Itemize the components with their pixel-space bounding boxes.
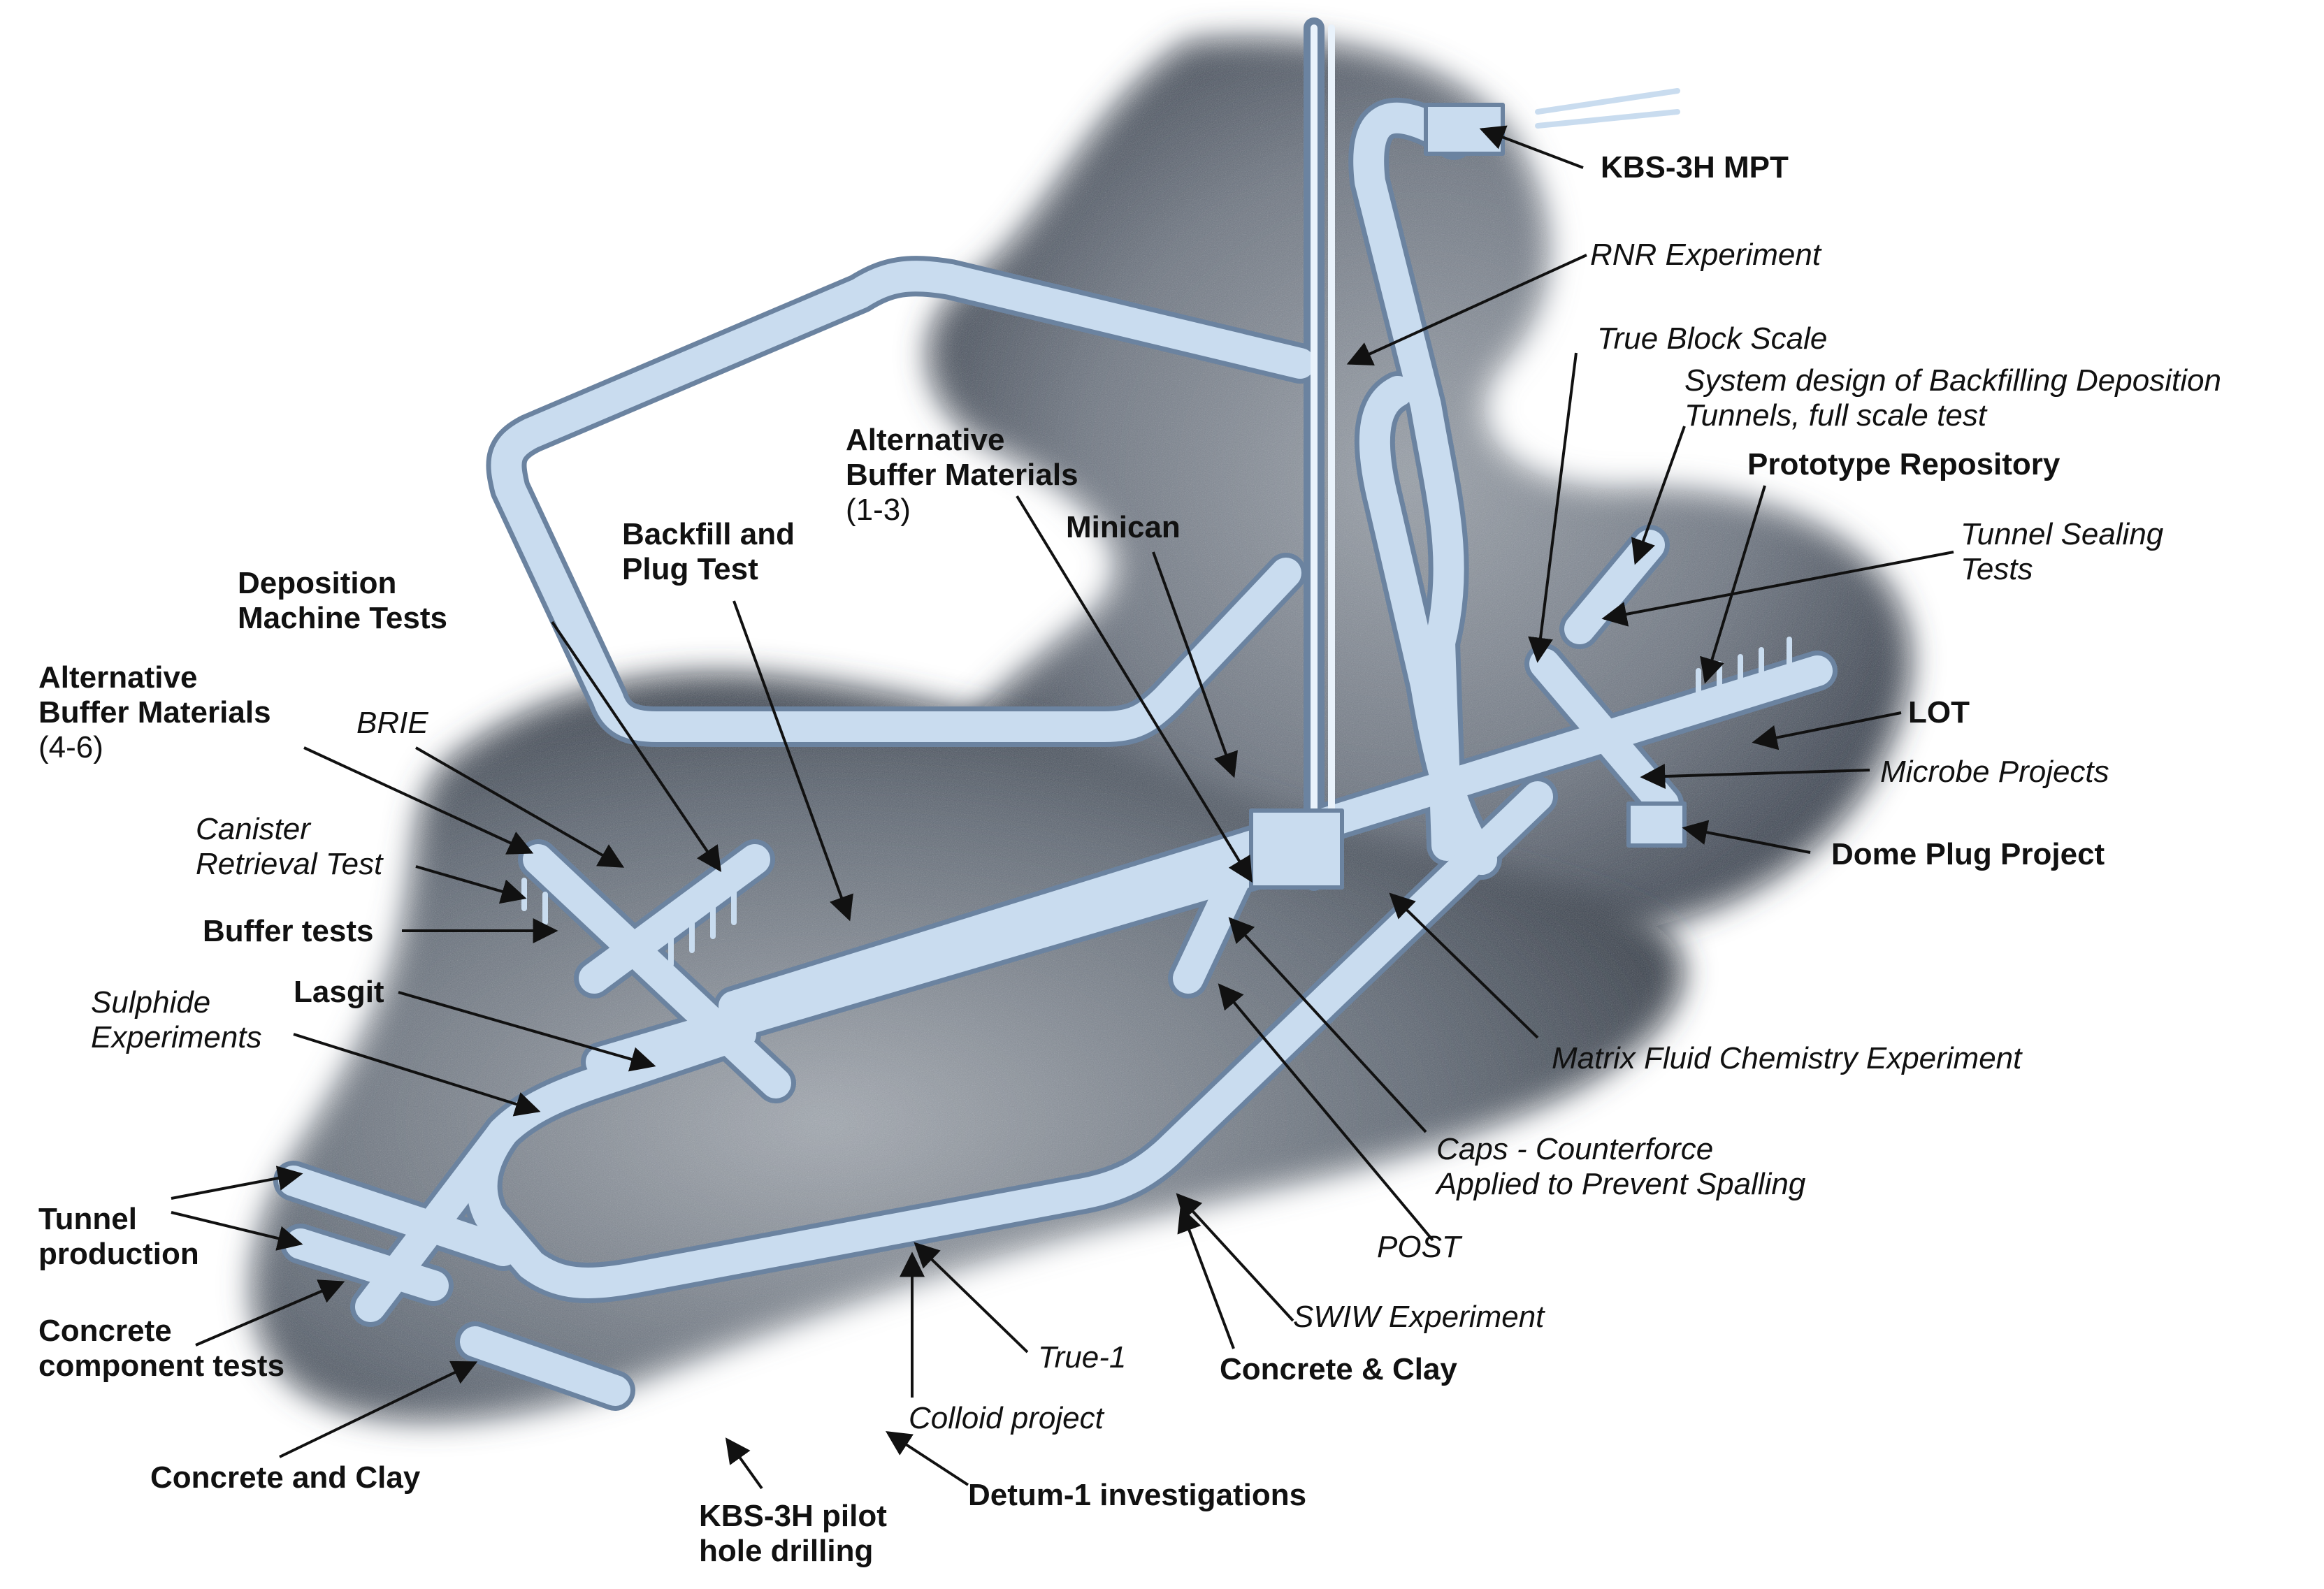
kbs3h-mpt-chamber	[1424, 103, 1505, 156]
leader-lot	[1752, 711, 1902, 750]
label-tunnel-production: Tunnel production	[38, 1202, 199, 1271]
label-alt-buffer-1-3: Alternative Buffer Materials (1-3)	[846, 423, 1078, 527]
label-prototype-repository: Prototype Repository	[1747, 447, 2060, 481]
label-minican: Minican	[1066, 510, 1181, 544]
leader-concrete-component	[195, 1279, 345, 1347]
label-alt-buffer-4-6-range: (4-6)	[38, 730, 103, 764]
leader-backfill	[732, 600, 853, 922]
leader-canister	[415, 865, 527, 904]
leader-tunnel-prod-2	[171, 1211, 303, 1251]
label-sulphide: Sulphide Experiments	[91, 985, 262, 1054]
leader-alt-buffer-1-3	[1016, 495, 1253, 883]
label-concrete-and-clay: Concrete and Clay	[150, 1460, 421, 1495]
leader-detum	[885, 1431, 969, 1486]
label-alt-buffer-4-6: Alternative Buffer Materials (4-6)	[38, 660, 271, 764]
label-post: POST	[1377, 1230, 1461, 1264]
label-caps: Caps - Counterforce Applied to Prevent S…	[1436, 1132, 1806, 1201]
label-dome-plug: Dome Plug Project	[1831, 837, 2105, 871]
leader-caps	[1228, 917, 1427, 1133]
label-backfill-plug: Backfill and Plug Test	[622, 517, 795, 586]
leader-minican	[1152, 551, 1238, 778]
leader-sulphide	[293, 1033, 541, 1117]
label-detum: Detum-1 investigations	[968, 1478, 1307, 1512]
label-canister-retrieval: Canister Retrieval Test	[196, 812, 383, 881]
label-concrete-clay-amp: Concrete & Clay	[1220, 1352, 1457, 1386]
leader-prototype	[1700, 485, 1766, 684]
leader-matrix	[1389, 892, 1539, 1039]
tunnel-network	[273, 17, 1838, 1411]
leader-tunnel-prod-1	[171, 1166, 303, 1200]
label-kbs3h-mpt: KBS-3H MPT	[1601, 150, 1789, 184]
leader-true-block	[1528, 352, 1578, 663]
leader-dome-plug	[1682, 820, 1811, 854]
leader-true-1	[914, 1242, 1029, 1354]
label-deposition-machine: Deposition Machine Tests	[238, 566, 447, 635]
label-true-block-scale: True Block Scale	[1597, 321, 1828, 356]
label-kbs3h-pilot: KBS-3H pilot hole drilling	[699, 1499, 887, 1568]
central-hub	[1249, 808, 1344, 890]
leader-rnr	[1346, 254, 1587, 365]
label-system-design: System design of Backfilling Deposition …	[1684, 363, 2221, 433]
label-brie: BRIE	[356, 706, 428, 740]
label-lot: LOT	[1908, 695, 1970, 730]
label-buffer-tests: Buffer tests	[203, 914, 374, 948]
label-swiw: SWIW Experiment	[1293, 1300, 1545, 1334]
leader-deposition	[551, 621, 722, 872]
leader-concrete-and-clay	[279, 1361, 478, 1458]
label-microbe-projects: Microbe Projects	[1880, 755, 2109, 789]
leader-lines	[171, 125, 1954, 1490]
leader-brie	[415, 746, 625, 868]
label-alt-buffer-1-3-range: (1-3)	[846, 493, 911, 527]
label-matrix-fluid: Matrix Fluid Chemistry Experiment	[1552, 1041, 2022, 1075]
leader-kbs3h-pilot	[725, 1437, 763, 1490]
label-lasgit: Lasgit	[294, 975, 384, 1009]
leader-alt-buffer-4-6	[303, 746, 534, 855]
leader-system-design	[1631, 426, 1686, 565]
leader-microbe	[1640, 764, 1870, 789]
label-tunnel-sealing: Tunnel Sealing Tests	[1961, 517, 2164, 586]
label-colloid: Colloid project	[909, 1401, 1104, 1435]
label-rnr-experiment: RNR Experiment	[1590, 238, 1821, 272]
label-true-1: True-1	[1038, 1340, 1127, 1374]
leader-tunnel-sealing	[1601, 551, 1954, 627]
label-concrete-component: Concrete component tests	[38, 1314, 285, 1383]
leader-kbs3h-mpt	[1479, 125, 1584, 169]
leader-lasgit	[398, 991, 656, 1072]
leader-post	[1218, 983, 1434, 1242]
leader-concrete-clay-amp	[1177, 1206, 1235, 1349]
dome-plug-chamber	[1626, 801, 1687, 848]
